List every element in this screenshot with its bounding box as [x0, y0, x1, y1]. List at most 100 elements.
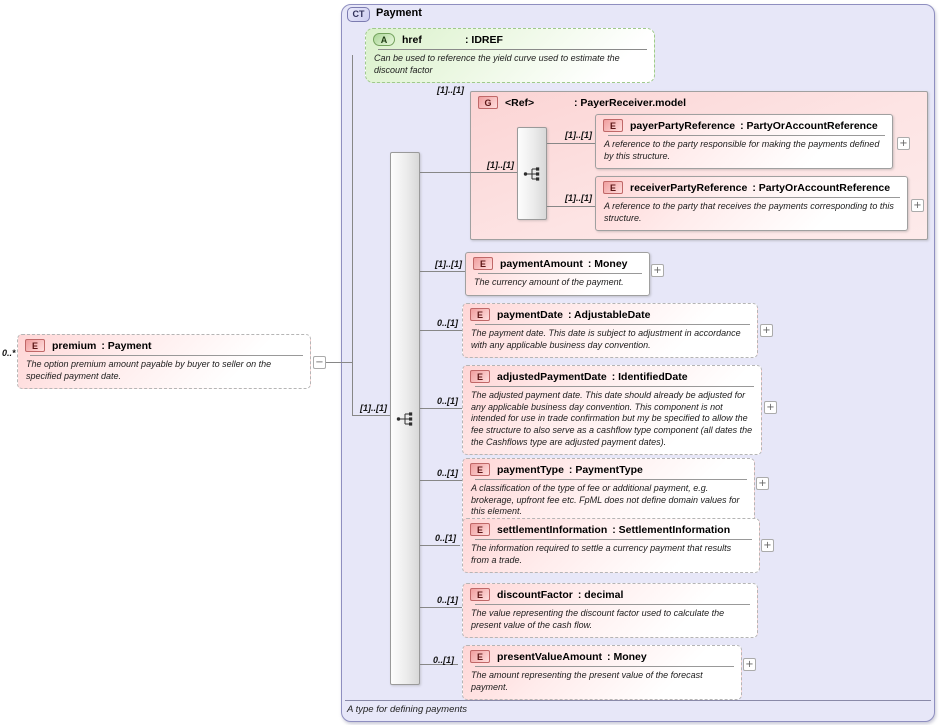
connector-line	[547, 143, 595, 144]
element-name: premium	[52, 339, 97, 352]
sequence-icon	[523, 166, 540, 181]
divider	[378, 49, 647, 50]
complex-type-title: Payment	[376, 7, 422, 19]
expand-icon[interactable]: +	[651, 264, 664, 277]
element-header: E premium : Payment	[18, 335, 310, 354]
cardinality-label: [1]..[1]	[435, 259, 462, 269]
cardinality-label: 0..[1]	[436, 318, 458, 328]
expand-icon[interactable]: +	[756, 477, 769, 490]
divider	[608, 197, 900, 198]
element-header: E receiverPartyReference : PartyOrAccoun…	[596, 177, 907, 196]
element-type: : PartyOrAccountReference	[740, 119, 878, 132]
attribute-type: : IDREF	[465, 33, 503, 46]
connector-line	[352, 415, 390, 416]
expand-icon[interactable]: +	[911, 199, 924, 212]
footer-divider	[345, 700, 931, 701]
element-box-settlementInformation[interactable]: E settlementInformation : SettlementInfo…	[462, 518, 760, 574]
element-type: : Payment	[101, 339, 152, 352]
element-box-paymentAmount[interactable]: E paymentAmount : Money The currency amo…	[465, 252, 650, 296]
element-box-payerPartyReference[interactable]: E payerPartyReference : PartyOrAccountRe…	[595, 114, 893, 170]
element-box-discountFactor[interactable]: E discountFactor : decimal The value rep…	[462, 583, 758, 639]
cardinality-label: [1]..[1]	[360, 403, 387, 413]
footer-note: A type for defining payments	[347, 704, 468, 715]
element-description: A reference to the party that receives t…	[604, 201, 894, 223]
divider	[475, 324, 750, 325]
divider	[475, 604, 750, 605]
collapse-icon[interactable]: −	[313, 356, 326, 369]
element-box-receiverPartyReference[interactable]: E receiverPartyReference : PartyOrAccoun…	[595, 176, 908, 232]
element-description: A reference to the party responsible for…	[604, 139, 880, 161]
element-description: The information required to settle a cur…	[471, 543, 732, 565]
sequence-icon	[396, 411, 413, 426]
element-name: receiverPartyReference	[630, 181, 748, 194]
attribute-box-href[interactable]: A href : IDREF Can be used to reference …	[365, 28, 655, 84]
element-header: E adjustedPaymentDate : IdentifiedDate	[463, 366, 761, 385]
element-box-adjustedPaymentDate[interactable]: E adjustedPaymentDate : IdentifiedDate T…	[462, 365, 762, 456]
divider	[475, 386, 754, 387]
group-header: G <Ref> : PayerReceiver.model	[471, 92, 927, 111]
cardinality-label: 0..[1]	[436, 595, 458, 605]
element-badge: E	[603, 181, 623, 194]
cardinality-label: [1]..[1]	[565, 130, 592, 140]
element-header: E paymentType : PaymentType	[463, 459, 754, 478]
element-header: E settlementInformation : SettlementInfo…	[463, 519, 759, 538]
attribute-header: A href : IDREF	[366, 29, 654, 48]
element-badge: E	[603, 119, 623, 132]
cardinality-label: 0..[1]	[436, 396, 458, 406]
attribute-name: href	[402, 33, 422, 46]
attribute-description: Can be used to reference the yield curve…	[374, 53, 620, 75]
element-description: The option premium amount payable by buy…	[26, 359, 272, 381]
element-type: : Money	[607, 650, 647, 663]
connector-line	[420, 480, 462, 481]
connector-line	[420, 408, 462, 409]
element-description: A classification of the type of fee or a…	[471, 483, 740, 517]
element-name: paymentType	[497, 463, 564, 476]
element-name: adjustedPaymentDate	[497, 370, 607, 383]
element-type: : IdentifiedDate	[611, 370, 688, 383]
element-description: The payment date. This date is subject t…	[471, 328, 741, 350]
cardinality-label: [1]..[1]	[487, 160, 514, 170]
attribute-badge: A	[373, 33, 395, 46]
element-name: settlementInformation	[497, 523, 608, 536]
element-type: : AdjustableDate	[567, 308, 651, 321]
element-type: : SettlementInformation	[612, 523, 731, 536]
element-badge: E	[470, 650, 490, 663]
element-name: paymentDate	[497, 308, 563, 321]
element-badge: E	[470, 370, 490, 383]
element-type: : Money	[587, 257, 628, 270]
element-header: E discountFactor : decimal	[463, 584, 757, 603]
element-type: : PartyOrAccountReference	[752, 181, 891, 194]
expand-icon[interactable]: +	[743, 658, 756, 671]
element-name: presentValueAmount	[497, 650, 603, 663]
cardinality-label: 0..[1]	[436, 468, 458, 478]
connector-line	[326, 362, 352, 363]
connector-line	[420, 545, 460, 546]
element-description: The value representing the discount fact…	[471, 608, 725, 630]
expand-icon[interactable]: +	[764, 401, 777, 414]
element-box-paymentDate[interactable]: E paymentDate : AdjustableDate The payme…	[462, 303, 758, 359]
element-type: : decimal	[577, 588, 624, 601]
element-badge: E	[470, 308, 490, 321]
expand-icon[interactable]: +	[897, 137, 910, 150]
element-badge: E	[25, 339, 45, 352]
connector-line	[420, 607, 462, 608]
expand-icon[interactable]: +	[760, 324, 773, 337]
element-name: discountFactor	[497, 588, 573, 601]
connector-line	[547, 206, 595, 207]
element-box-premium[interactable]: E premium : Payment The option premium a…	[17, 334, 311, 390]
element-header: E paymentDate : AdjustableDate	[463, 304, 757, 323]
cardinality-label: 0..*	[2, 348, 16, 358]
element-badge: E	[470, 463, 490, 476]
expand-icon[interactable]: +	[761, 539, 774, 552]
divider	[475, 539, 752, 540]
group-badge: G	[478, 96, 498, 109]
element-box-paymentType[interactable]: E paymentType : PaymentType A classifica…	[462, 458, 755, 526]
complex-type-badge: CT	[347, 7, 370, 22]
divider	[30, 355, 303, 356]
cardinality-label: 0..[1]	[434, 533, 456, 543]
element-box-presentValueAmount[interactable]: E presentValueAmount : Money The amount …	[462, 645, 742, 701]
connector-line	[352, 55, 353, 416]
group-type: : PayerReceiver.model	[574, 96, 687, 109]
element-name: paymentAmount	[500, 257, 583, 270]
